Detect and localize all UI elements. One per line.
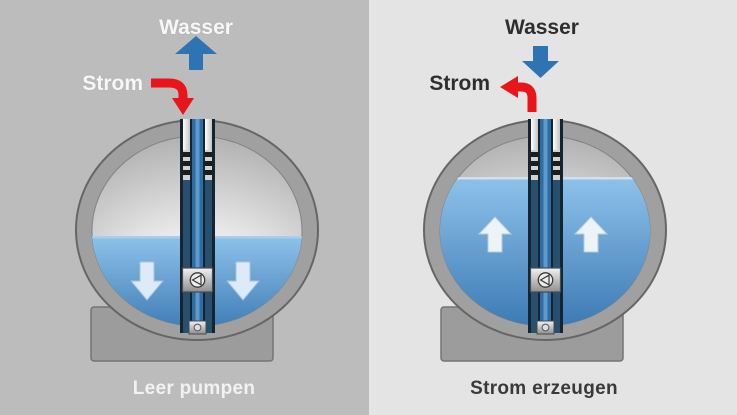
water-level-falling-arrow-left-icon <box>129 261 165 301</box>
panel-caption: Strom erzeugen <box>470 378 618 399</box>
pipe-assembly <box>180 119 215 335</box>
electricity-label: Strom <box>429 72 490 95</box>
pump-empty-illustration <box>75 36 319 362</box>
water-level-rising-arrow-right-icon <box>573 216 609 253</box>
electricity-in-arrow-icon <box>151 78 194 115</box>
water-in-down-arrow-icon <box>522 46 559 78</box>
generate-power-illustration <box>423 46 667 362</box>
pump-turbine-unit <box>529 267 562 293</box>
panel-pump-empty: Wasser Strom Leer pumpen <box>75 16 319 399</box>
electricity-label: Strom <box>82 72 143 95</box>
water-level-falling-arrow-right-icon <box>225 261 261 301</box>
pipe-assembly <box>528 119 563 335</box>
water-label: Wasser <box>505 16 579 39</box>
panel-generate-power: Wasser Strom Strom erzeugen <box>369 0 737 415</box>
pipe-coupling-stripes <box>183 150 212 180</box>
panel-caption: Leer pumpen <box>132 378 256 399</box>
pipe-coupling-stripes <box>531 150 560 180</box>
water-level-rising-arrow-left-icon <box>477 216 513 253</box>
water-out-up-arrow-icon <box>175 36 217 70</box>
pump-turbine-unit <box>181 267 214 293</box>
bottom-valve <box>536 320 555 335</box>
electricity-out-arrow-icon <box>500 76 537 112</box>
bottom-valve <box>188 320 207 335</box>
water-label: Wasser <box>159 16 233 39</box>
